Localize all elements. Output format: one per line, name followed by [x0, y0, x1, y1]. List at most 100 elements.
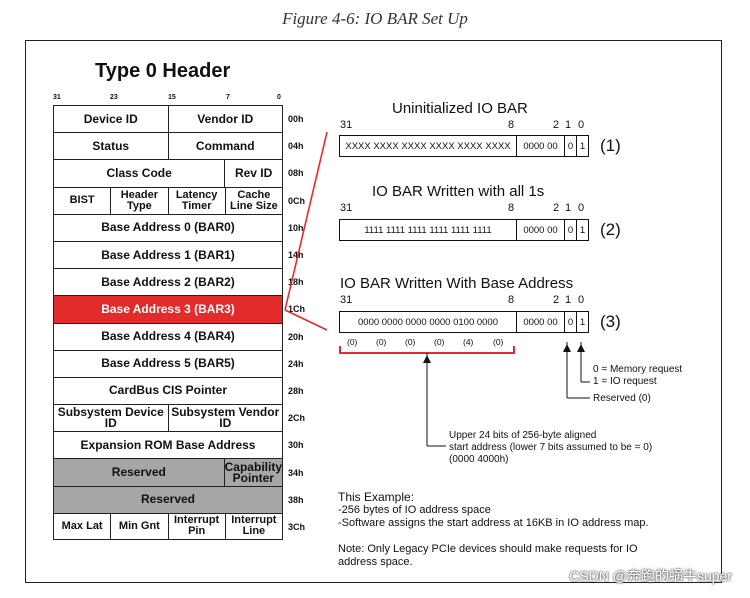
- bar1-register: XXXX XXXX XXXX XXXX XXXX XXXX 0000 00 0 …: [339, 135, 589, 157]
- arrow-head-reserved: [563, 344, 571, 352]
- bar1-upper-bits: XXXX XXXX XXXX XXXX XXXX XXXX: [345, 140, 511, 152]
- header-bit-label: 0: [277, 94, 281, 101]
- bar1-title: Uninitialized IO BAR: [392, 100, 528, 117]
- bar3-bit-31: 31: [340, 294, 353, 306]
- header-cell: Command: [167, 133, 283, 160]
- header-row: Expansion ROM Base Address: [53, 431, 283, 459]
- example-line-1: -256 bytes of IO address space: [338, 504, 491, 516]
- bar3-bit-2: 2: [553, 294, 560, 306]
- upper-bits-note-1: Upper 24 bits of 256-byte aligned: [449, 430, 597, 441]
- header-row: Reserved Capability Pointer: [53, 458, 283, 486]
- header-cell: Cache Line Size: [224, 187, 282, 214]
- bar1-bit1-cell: 0: [564, 136, 576, 156]
- watermark: CSDN @奔跑的蜗牛super: [569, 568, 732, 584]
- header-cell: Base Address 1 (BAR1): [101, 247, 235, 262]
- bar2-upper-bits: 1111 1111 1111 1111 1111 1111: [364, 224, 492, 236]
- header-offset: 24h: [288, 358, 304, 369]
- header-cell: Base Address 3 (BAR3): [101, 301, 235, 316]
- header-title: Type 0 Header: [95, 60, 231, 82]
- header-offset: 10h: [288, 222, 304, 233]
- header-offset: 14h: [288, 250, 304, 260]
- bar3-bit-0: 0: [578, 294, 585, 306]
- header-offset: 20h: [288, 331, 304, 342]
- arrow-head-upper: [423, 355, 431, 363]
- bar1-bit-31: 31: [340, 119, 353, 131]
- header-cell: Base Address 4 (BAR4): [101, 329, 235, 344]
- header-cell: Reserved: [140, 492, 196, 507]
- bar2-mid-bits: 0000 00: [516, 220, 564, 240]
- bar3-bit-8: 8: [508, 294, 515, 306]
- header-cell: Capability Pointer: [223, 459, 282, 486]
- example-line-2: -Software assigns the start address at 1…: [338, 517, 649, 529]
- bar3-upper-bits: 0000 0000 0000 0000 0100 0000: [358, 316, 498, 328]
- bit0-meaning-memory: 0 = Memory request: [593, 364, 683, 375]
- header-offset: 3Ch: [288, 522, 306, 532]
- header-cell: Min Gnt: [110, 513, 167, 539]
- header-cell: Class Code: [106, 165, 172, 180]
- header-cell: Expansion ROM Base Address: [80, 437, 256, 452]
- nibble-value: (4): [463, 337, 474, 347]
- bar2-bit-8: 8: [508, 202, 515, 214]
- header-offset: 38h: [288, 494, 304, 505]
- header-bit-label: 15: [168, 94, 176, 101]
- header-cell: BIST: [69, 194, 95, 207]
- header-cell: Base Address 2 (BAR2): [101, 274, 235, 289]
- connector-line-top: [284, 131, 328, 311]
- bit0-meaning-io: 1 = IO request: [593, 376, 657, 387]
- header-offset: 00h: [288, 114, 304, 124]
- bar2-bit-0: 0: [578, 202, 585, 214]
- bar1-label: (1): [600, 136, 621, 155]
- bar1-bit-2: 2: [553, 119, 560, 131]
- bar2-label: (2): [600, 220, 621, 239]
- upper-bits-note-2: start address (lower 7 bits assumed to b…: [449, 442, 653, 453]
- header-cell: Base Address 5 (BAR5): [101, 356, 235, 371]
- header-row: Base Address 5 (BAR5): [53, 349, 283, 377]
- header-cell: Reserved: [111, 465, 166, 480]
- header-offset: 1Ch: [288, 304, 306, 315]
- bar3-bit0-cell: 1: [576, 312, 588, 332]
- header-cell: Base Address 0 (BAR0): [101, 220, 235, 235]
- bar1-mid-bits: 0000 00: [516, 136, 564, 156]
- header-row: Base Address 1 (BAR1): [53, 240, 283, 269]
- header-cell: Subsystem Device ID: [57, 405, 164, 431]
- header-cell: Subsystem Vendor ID: [167, 405, 283, 432]
- bar2-bit-31: 31: [340, 202, 353, 214]
- bar3-bit-1: 1: [565, 294, 572, 306]
- note-line-1: Note: Only Legacy PCIe devices should ma…: [338, 543, 638, 555]
- header-cell: Status: [92, 138, 130, 153]
- header-bit-label: 23: [110, 94, 118, 101]
- header-offset: 2Ch: [288, 413, 306, 424]
- header-cell: Header Type: [110, 187, 167, 214]
- bar3-register: 0000 0000 0000 0000 0100 0000 0000 00 0 …: [339, 311, 589, 333]
- bar2-bit1-cell: 0: [564, 220, 576, 240]
- header-offset: 0Ch: [288, 195, 306, 206]
- bar2-bit-1: 1: [565, 202, 572, 214]
- bar2-title: IO BAR Written with all 1s: [372, 183, 545, 200]
- bar3-mid-bits: 0000 00: [516, 312, 564, 332]
- header-offset: 28h: [288, 386, 304, 396]
- header-cell: Interrupt Pin: [167, 513, 225, 539]
- bar2-bit0-cell: 1: [576, 220, 588, 240]
- header-offset: 04h: [288, 141, 304, 152]
- header-row: Base Address 3 (BAR3): [53, 295, 283, 323]
- header-row: Base Address 4 (BAR4): [53, 322, 283, 350]
- header-cell: Max Lat: [61, 519, 103, 532]
- header-bit-label: 31: [53, 94, 61, 101]
- header-cell: CardBus CIS Pointer: [108, 383, 228, 398]
- header-offset: 08h: [288, 168, 304, 179]
- nibble-value: (0): [493, 337, 504, 347]
- upper-bits-note-3: (0000 4000h): [449, 454, 509, 465]
- header-row: Reserved: [53, 485, 283, 513]
- reserved-bit-note: Reserved (0): [593, 393, 651, 404]
- header-row: CardBus CIS Pointer: [53, 376, 283, 405]
- nibble-value: (0): [434, 337, 445, 347]
- example-heading: This Example:: [338, 490, 415, 504]
- arrow-head-bit0: [577, 344, 585, 352]
- bar2-bit-2: 2: [553, 202, 560, 214]
- upper-bits-bracket: [339, 346, 515, 354]
